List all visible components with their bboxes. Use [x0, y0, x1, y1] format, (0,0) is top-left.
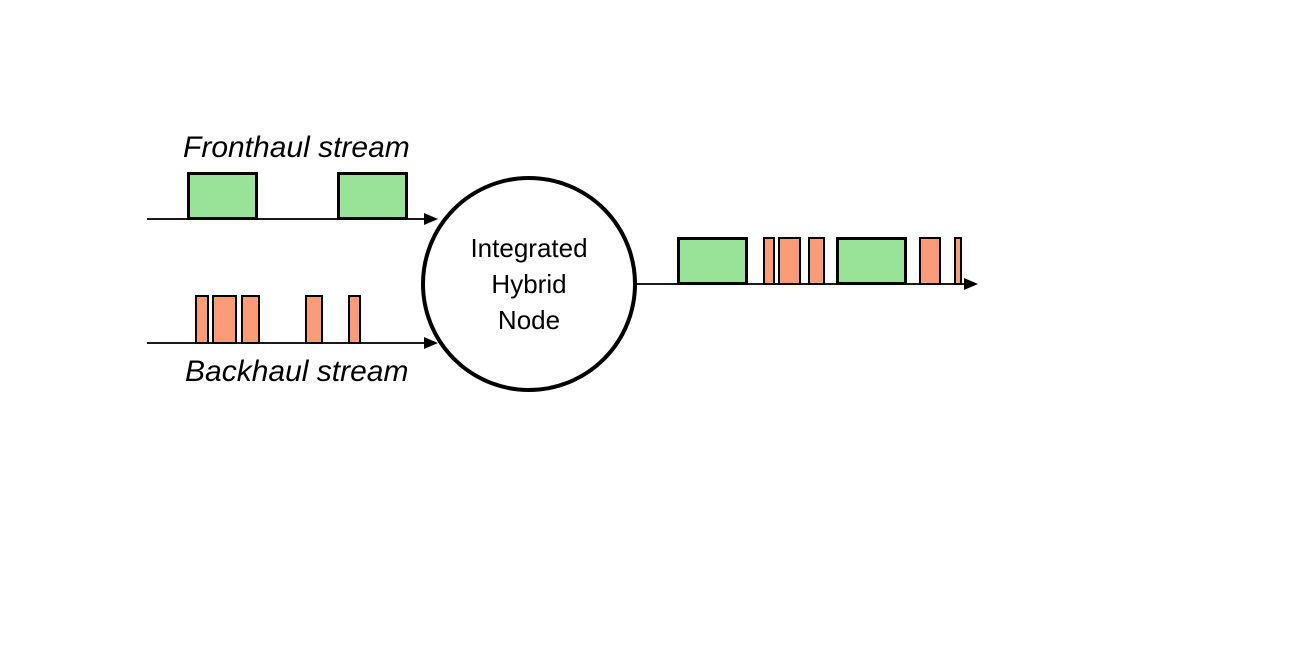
output-backhaul-pulse: [763, 237, 775, 285]
output-fronthaul-pulse: [677, 237, 748, 285]
fronthaul-fronthaul-pulse: [337, 172, 408, 220]
backhaul-backhaul-pulse: [195, 295, 209, 344]
node-label-line-1: Integrated: [470, 233, 588, 263]
output-fronthaul-pulse: [836, 237, 907, 285]
backhaul-stream-label: Backhaul stream: [185, 355, 409, 388]
node-label: Integrated Hybrid Node: [470, 230, 587, 338]
fronthaul-fronthaul-pulse: [187, 172, 258, 220]
output-backhaul-pulse: [919, 237, 941, 285]
node-label-line-2: Hybrid: [491, 269, 567, 299]
output-backhaul-pulse: [954, 237, 962, 285]
backhaul-backhaul-pulse: [212, 295, 237, 344]
backhaul-stream-line: [147, 342, 428, 344]
fronthaul-stream-label: Fronthaul stream: [183, 131, 410, 164]
output-arrowhead-icon: [964, 278, 978, 290]
integrated-hybrid-node-circle: Integrated Hybrid Node: [421, 176, 637, 392]
output-backhaul-pulse: [778, 237, 801, 285]
output-backhaul-pulse: [808, 237, 825, 285]
fronthaul-stream-line: [147, 218, 428, 220]
backhaul-backhaul-pulse: [305, 295, 323, 344]
fronthaul-arrowhead-icon: [424, 213, 438, 225]
backhaul-backhaul-pulse: [241, 295, 260, 344]
node-label-line-3: Node: [497, 305, 561, 335]
backhaul-backhaul-pulse: [348, 295, 361, 344]
output-stream-line: [636, 283, 968, 285]
